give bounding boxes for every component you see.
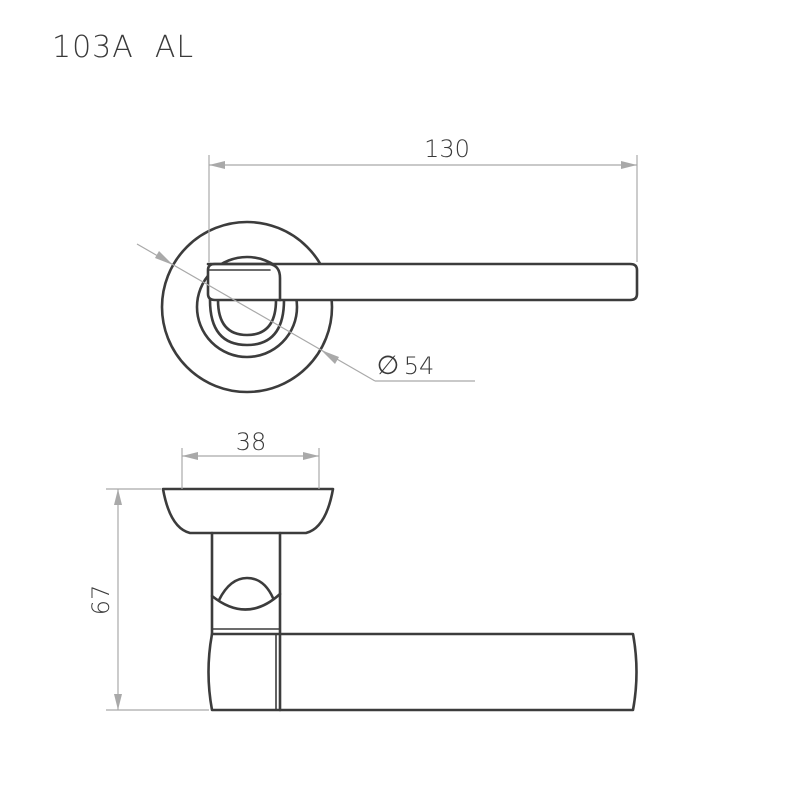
- dim-67-arrow-bottom: [114, 694, 122, 710]
- rosette-inner-circle: [195, 255, 299, 359]
- lever-bar: [206, 262, 639, 302]
- dim-130-arrow-right: [621, 161, 637, 169]
- lever-neck-cap: [206, 262, 282, 302]
- dim-67-label: 67: [87, 585, 115, 616]
- dim-54-arrow-top: [155, 251, 173, 265]
- front-view: 130 ∅ 54: [136, 135, 639, 394]
- lever-side-body: [207, 632, 638, 712]
- dim-38-arrow-left: [182, 452, 198, 460]
- dim-130-label: 130: [424, 135, 470, 163]
- dim-67-arrow-top: [114, 489, 122, 505]
- neck-inner-u: [216, 298, 278, 337]
- dim-54-diameter-symbol: ∅: [377, 351, 400, 381]
- dim-38-label: 38: [236, 428, 267, 456]
- neck-curve-inner: [217, 576, 275, 602]
- rosette-outer-circle: [160, 220, 334, 394]
- dim-38-arrow-right: [303, 452, 319, 460]
- neck-outer-u: [208, 298, 286, 347]
- rosette-cup: [161, 487, 335, 535]
- side-view: 38 67: [87, 428, 638, 712]
- model-title: 103A AL: [52, 30, 195, 65]
- dim-54-arrow-bottom: [321, 350, 339, 364]
- dim-130-arrow-left: [209, 161, 225, 169]
- dim-54-label: 54: [404, 352, 435, 380]
